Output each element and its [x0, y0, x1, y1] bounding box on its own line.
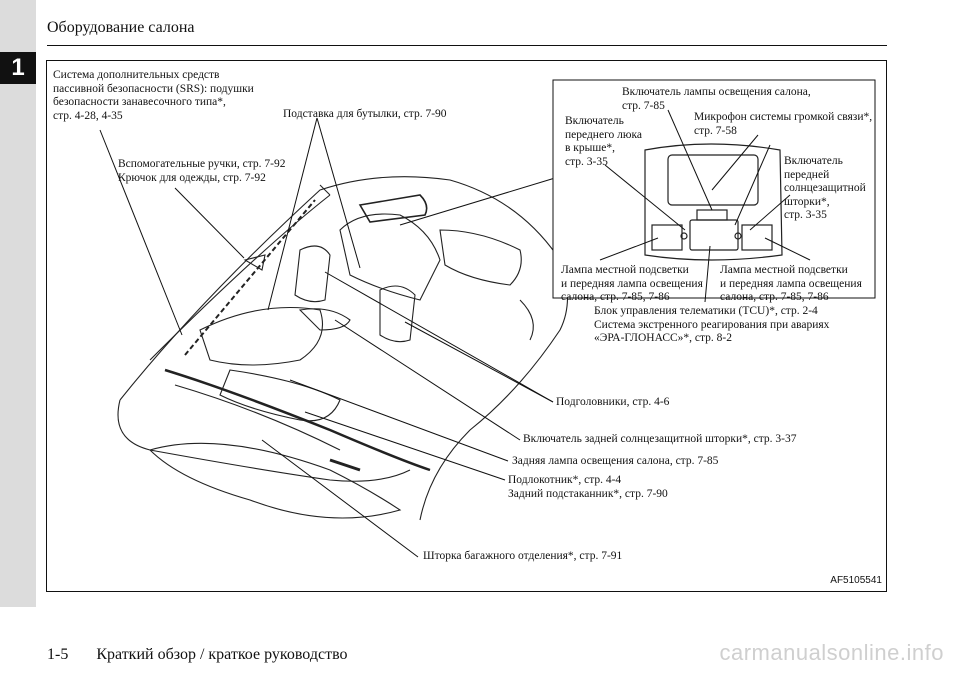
- label-map-lamp-right: Лампа местной подсветки и передняя лампа…: [720, 264, 862, 303]
- page-header-title: Оборудование салона: [47, 19, 195, 36]
- page-footer: 1-5 Краткий обзор / краткое руководство: [47, 646, 372, 664]
- label-srs-airbags: Система дополнительных средств пассивной…: [53, 69, 254, 122]
- label-map-lamp-left: Лампа местной подсветки и передняя лампа…: [561, 264, 703, 303]
- label-front-sunshade-switch: Включатель передней солнцезащитной шторк…: [784, 155, 866, 221]
- page-number: 1-5: [47, 646, 69, 663]
- label-tcu-era-glonass: Блок управления телематики (TCU)*, стр. …: [594, 305, 830, 344]
- chapter-number: 1: [0, 52, 36, 84]
- label-bottle-holder: Подставка для бутылки, стр. 7-90: [283, 108, 447, 120]
- figure-frame: [46, 60, 887, 592]
- label-room-lamp-switch: Включатель лампы освещения салона, стр. …: [622, 86, 811, 112]
- inset-leader-lines: [599, 109, 811, 303]
- label-tonneau-cover: Шторка багажного отделения*, стр. 7-91: [423, 550, 623, 562]
- header-rule: [47, 45, 887, 46]
- leader-lines: [99, 117, 556, 558]
- inset-box: [552, 79, 876, 299]
- label-headrests: Подголовники, стр. 4-6: [556, 396, 670, 408]
- chapter-sidebar: [0, 0, 36, 607]
- overhead-console: [644, 143, 783, 261]
- label-hands-free-microphone: Микрофон системы громкой связи*, стр. 7-…: [694, 111, 873, 137]
- figure-code: AF5105541: [830, 575, 882, 586]
- label-sunroof-switch: Включатель переднего люка в крыше*, стр.…: [565, 115, 642, 168]
- label-rear-room-lamp: Задняя лампа освещения салона, стр. 7-85: [512, 455, 719, 467]
- watermark: carmanualsonline.info: [719, 640, 944, 665]
- label-armrest-cupholder: Подлокотник*, стр. 4-4 Задний подстаканн…: [508, 474, 668, 500]
- label-rear-sunshade-switch: Включатель задней солнцезащитной шторки*…: [523, 433, 797, 445]
- footer-title: Краткий обзор / краткое руководство: [96, 646, 348, 663]
- label-assist-grips-coat-hook: Вспомогательные ручки, стр. 7-92 Крючок …: [118, 158, 286, 184]
- car-body-outline: [117, 176, 568, 521]
